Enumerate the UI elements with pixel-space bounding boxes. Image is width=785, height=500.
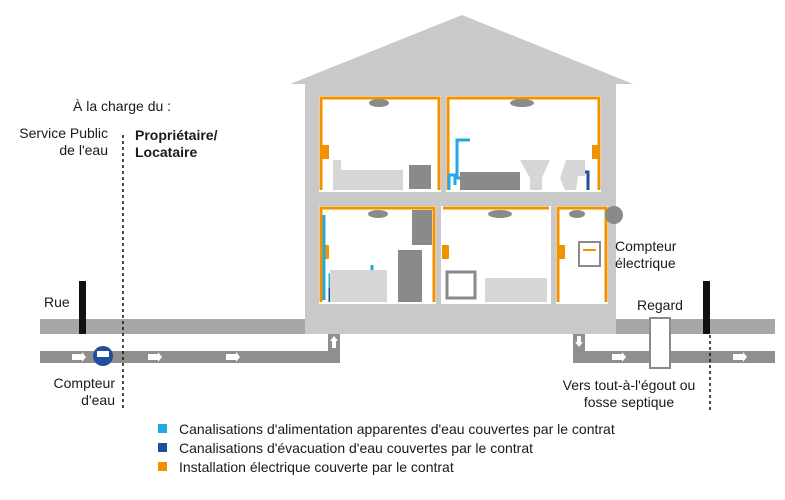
radiator-icon xyxy=(409,165,431,189)
electric-meter-icon xyxy=(578,206,623,267)
electric-meter-label: Compteur électrique xyxy=(615,238,677,271)
bed-icon xyxy=(333,160,403,190)
electrical-installation xyxy=(319,96,608,302)
supply-pipe xyxy=(40,351,340,363)
kitchen-counter-icon xyxy=(362,270,387,302)
legend-swatch xyxy=(158,424,167,433)
manhole-icon xyxy=(649,317,671,369)
house-roof xyxy=(290,15,633,84)
lamp-icon xyxy=(368,99,585,218)
legend-item-electrical: Installation électrique couverte par le … xyxy=(158,457,615,476)
public-service-label: Service Public de l'eau xyxy=(19,125,108,158)
water-meter-icon xyxy=(93,346,113,366)
owner-label: Propriétaire/ Locataire xyxy=(135,127,218,160)
arrow-up-icon xyxy=(330,336,338,348)
legend-item-supply: Canalisations d'alimentation apparentes … xyxy=(158,419,615,438)
street-post xyxy=(79,281,86,334)
legend-swatch xyxy=(158,462,167,471)
manhole-label: Regard xyxy=(637,297,683,313)
arrow-down-icon xyxy=(575,336,583,347)
toilet-icon xyxy=(560,160,585,190)
boiler-icon xyxy=(412,210,432,245)
property-post-right xyxy=(703,281,710,334)
sewer-label: Vers tout-à-l'égout ou fosse septique xyxy=(562,377,696,410)
street-label: Rue xyxy=(44,294,70,310)
supply-pipe-riser xyxy=(328,334,340,363)
legend-swatch xyxy=(158,443,167,452)
sofa-icon xyxy=(485,278,547,302)
arrow-right-icon xyxy=(72,352,747,362)
water-meter-label: Compteur d'eau xyxy=(53,375,115,408)
legend: Canalisations d'alimentation apparentes … xyxy=(158,419,615,476)
legend-item-drain: Canalisations d'évacuation d'eau couvert… xyxy=(158,438,615,457)
bathtub-icon xyxy=(460,172,520,190)
charge-title: À la charge du : xyxy=(73,98,172,114)
fridge-icon xyxy=(398,250,422,302)
chair-icon xyxy=(445,270,477,300)
washing-machine-icon xyxy=(330,270,362,302)
sink-icon xyxy=(520,160,550,190)
